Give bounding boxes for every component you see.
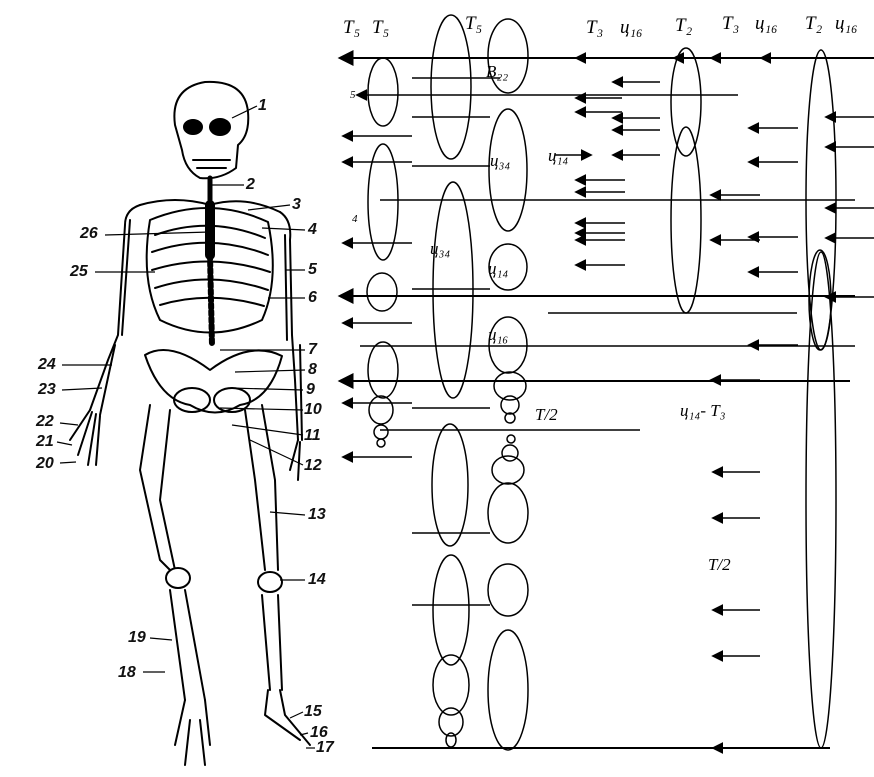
label-ts14-arrow: ц₁₄ bbox=[548, 147, 568, 164]
label-four: 4 bbox=[352, 214, 358, 225]
header-label-ts16-b: ц₁₆ bbox=[755, 14, 778, 33]
label-five: 5 bbox=[350, 90, 356, 101]
header-label-t3-b: T₃ bbox=[722, 14, 739, 33]
label-ts16-oval: ц₁₆ bbox=[488, 326, 508, 343]
label-t-half-1: T/2 bbox=[535, 406, 558, 423]
label-ts34-lower: ц₃₄ bbox=[430, 240, 450, 257]
label-t-half-2: T/2 bbox=[708, 556, 731, 573]
label-ts14-t3: ц₁₄- T₃ bbox=[680, 402, 726, 419]
header-label-t3-a: T₃ bbox=[586, 18, 603, 37]
label-b22: B₂₂ bbox=[486, 63, 508, 80]
header-label-t5-b: T₅ bbox=[372, 18, 389, 37]
header-label-t5-c: T₅ bbox=[465, 14, 482, 33]
label-ts14-oval: ц₁₄ bbox=[488, 260, 508, 277]
header-label-t2-a: T₂ bbox=[675, 16, 692, 35]
label-ts34-upper: ц₃₄ bbox=[490, 152, 510, 169]
header-label-t2-b: T₂ bbox=[805, 14, 822, 33]
header-label-ts16-c: ц₁₆ bbox=[835, 14, 858, 33]
header-label-t5-a: T₅ bbox=[343, 18, 360, 37]
header-label-ts16-a: ц₁₆ bbox=[620, 18, 643, 37]
